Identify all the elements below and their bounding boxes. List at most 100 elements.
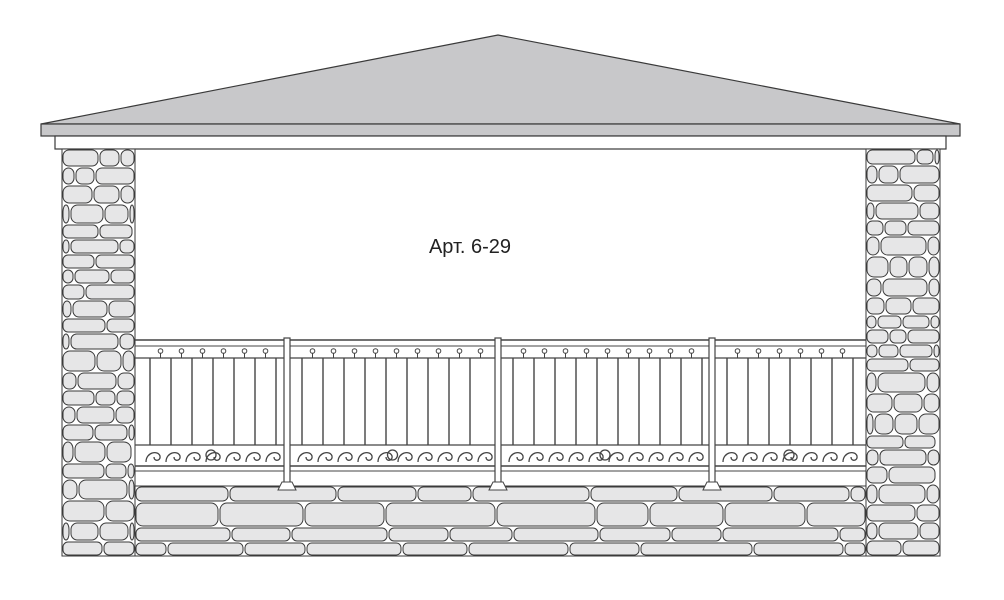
ring-ornament [839, 348, 846, 354]
stone [916, 504, 940, 522]
stone [926, 372, 940, 393]
stone [649, 502, 724, 527]
stone [928, 256, 940, 278]
center-medallion [205, 449, 217, 461]
scroll-ornament [782, 451, 798, 463]
railing-post [708, 337, 716, 487]
stone [596, 502, 649, 527]
scroll-ornament [648, 451, 664, 463]
stone [919, 202, 940, 220]
stone [923, 393, 940, 413]
scroll-ornament [528, 451, 544, 463]
stone [62, 239, 70, 254]
stone [119, 239, 135, 254]
stone [122, 350, 135, 372]
scroll-ornament [722, 451, 738, 463]
stone [99, 522, 129, 541]
ring-ornament [604, 348, 611, 354]
stone [866, 256, 889, 278]
stone [844, 542, 866, 556]
stone [866, 297, 885, 315]
scroll-ornament [437, 451, 453, 463]
ring-ornament [625, 348, 632, 354]
stone [866, 165, 878, 184]
stone [850, 486, 866, 502]
stone [866, 202, 875, 220]
stone [96, 350, 122, 372]
scroll-ornament [608, 451, 624, 463]
stone [135, 502, 219, 527]
stone [75, 167, 95, 185]
stone [62, 300, 72, 318]
stone [105, 463, 127, 479]
stone [866, 236, 880, 256]
stone [918, 413, 940, 435]
roof-slope [40, 34, 961, 125]
ring-ornament [797, 348, 804, 354]
stone [62, 541, 103, 556]
stone [62, 372, 77, 390]
stone [640, 542, 753, 556]
article-caption: Арт. 6-29 [428, 236, 512, 258]
stone [866, 540, 902, 556]
post-foot [277, 481, 297, 491]
stone [62, 167, 75, 185]
stone [877, 315, 902, 329]
scroll-ornament [337, 451, 353, 463]
stone [904, 435, 936, 449]
stone [885, 297, 912, 315]
stone [95, 254, 135, 269]
stone [449, 527, 513, 542]
stone [99, 149, 120, 167]
scroll-ornament [377, 451, 393, 463]
stone [402, 542, 468, 556]
post-foot [488, 481, 508, 491]
stone [671, 527, 722, 542]
stone [878, 484, 926, 504]
stone [117, 372, 135, 390]
stone [866, 278, 882, 297]
stone [94, 424, 128, 441]
stone [927, 449, 940, 466]
scroll-ornament [265, 451, 281, 463]
stone [880, 236, 927, 256]
center-medallion [386, 449, 399, 461]
stone [93, 185, 120, 204]
stone [927, 236, 940, 256]
ring-ornament [776, 348, 783, 354]
scroll-ornament [145, 451, 161, 463]
stone [70, 204, 104, 224]
stone [128, 479, 135, 500]
stone [884, 220, 907, 236]
ring-ornament [309, 348, 316, 354]
ring-ornament [477, 348, 484, 354]
stone [62, 318, 106, 333]
ring-ornament [330, 348, 337, 354]
left-stone-pillar [61, 148, 136, 557]
stone [866, 466, 888, 484]
stone [95, 167, 135, 185]
scroll-ornament [225, 451, 241, 463]
stone [866, 329, 889, 344]
stone [875, 202, 919, 220]
scroll-ornament [245, 451, 261, 463]
stone [909, 358, 940, 372]
ring-ornament [541, 348, 548, 354]
stone [62, 500, 105, 522]
scroll-ornament [822, 451, 838, 463]
stone [866, 435, 904, 449]
wrought-iron-railing [135, 337, 866, 491]
stone [106, 318, 135, 333]
stone [753, 542, 844, 556]
stone [930, 315, 940, 329]
ring-ornament [435, 348, 442, 354]
ring-ornament [157, 348, 164, 354]
stone [129, 204, 135, 224]
scroll-ornament [357, 451, 373, 463]
stone [62, 350, 96, 372]
stone [77, 372, 117, 390]
stone [907, 329, 940, 344]
stone [866, 344, 878, 358]
stone [72, 300, 108, 318]
stone [866, 358, 909, 372]
